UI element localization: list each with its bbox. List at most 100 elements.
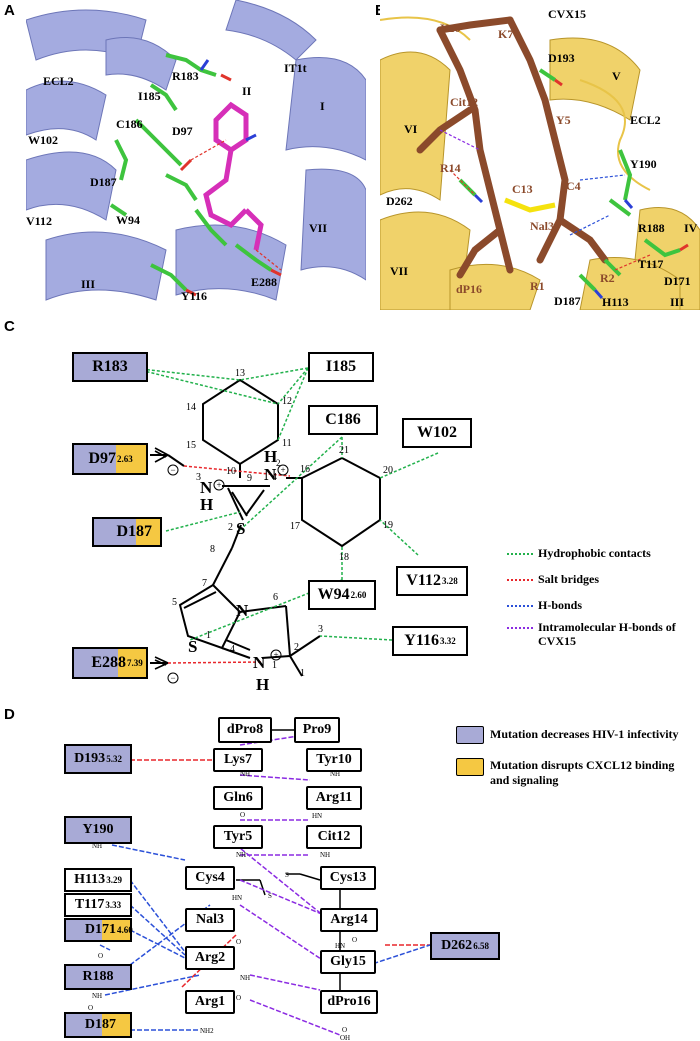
legend-swatch-cxcl12 bbox=[456, 758, 484, 776]
pep-tyr10-label: Tyr10 bbox=[316, 752, 352, 767]
pep-gly15: Gly15 bbox=[320, 950, 376, 974]
grp-nh-5: NH bbox=[320, 851, 330, 859]
atom-n3: N bbox=[200, 478, 213, 497]
legend-intramolecular: Intramolecular H-bonds of CVX15 bbox=[538, 620, 676, 648]
pep-tyr10: Tyr10 bbox=[306, 748, 362, 772]
res-d171-label-b: 71 bbox=[102, 922, 116, 937]
grp-o-8: O bbox=[342, 1026, 347, 1034]
res-r183-label: R183 bbox=[92, 358, 128, 375]
ribbon-a-4 bbox=[45, 231, 167, 301]
charge-plus-n3: + bbox=[216, 480, 221, 490]
res-y190: Y190 bbox=[64, 816, 132, 844]
res-v112-sup: 3.28 bbox=[441, 576, 458, 586]
num-18: 18 bbox=[339, 552, 349, 563]
b-label-r14: R14 bbox=[440, 161, 461, 175]
pep-dpro16-label: dPro16 bbox=[327, 994, 371, 1009]
a-label-w102: W102 bbox=[28, 133, 58, 147]
pep-arg1-label: Arg1 bbox=[194, 994, 226, 1009]
res-d171-sup: 4.60 bbox=[117, 925, 133, 935]
num-20: 20 bbox=[383, 465, 393, 476]
res-d171-label-a: D1 bbox=[84, 922, 102, 937]
a-label-i185: I185 bbox=[138, 89, 161, 103]
b-label-h113: H113 bbox=[602, 295, 629, 309]
pep-lys7-label: Lys7 bbox=[223, 752, 252, 767]
atom-n4: N bbox=[264, 465, 277, 484]
legend-salt-bridges: Salt bridges bbox=[538, 572, 600, 586]
a-label-y116: Y116 bbox=[181, 289, 207, 303]
res-v112-label: V112 bbox=[406, 572, 441, 589]
pep-dpro8-label: dPro8 bbox=[226, 722, 264, 737]
a-label-vii: VII bbox=[309, 221, 327, 235]
legend-swatch-hiv bbox=[456, 726, 484, 744]
res-t117-label: T117 bbox=[74, 897, 105, 912]
res-d193-sup: 5.32 bbox=[106, 754, 122, 764]
res-d97-sup: 2.63 bbox=[117, 454, 133, 464]
b-label-y190: Y190 bbox=[630, 157, 657, 171]
atom-h4: H bbox=[264, 447, 277, 466]
res-d187-c-label-a: D1 bbox=[116, 523, 136, 540]
res-e288-label-b: 8 bbox=[118, 654, 126, 671]
pep-arg2-label: Arg2 bbox=[194, 950, 226, 965]
grp-nh-3: NH bbox=[330, 770, 340, 778]
num-9: 9 bbox=[247, 473, 252, 484]
a-label-it1t: IT1t bbox=[284, 61, 307, 75]
b-label-c4: C4 bbox=[566, 179, 581, 193]
pep-tyr5: Tyr5 bbox=[213, 825, 263, 849]
atom-h1: H bbox=[256, 675, 269, 694]
num-15: 15 bbox=[186, 440, 196, 451]
ribbon-b-1 bbox=[380, 51, 451, 201]
num-3: 3 bbox=[196, 472, 201, 483]
pep-arg11: Arg11 bbox=[306, 786, 362, 810]
a-label-r183: R183 bbox=[172, 69, 199, 83]
pep-gly15-label: Gly15 bbox=[330, 954, 366, 969]
ribbon-a-3 bbox=[26, 151, 117, 221]
grp-o-5: O bbox=[98, 952, 103, 960]
num-21: 21 bbox=[339, 445, 349, 456]
pep-dpro16: dPro16 bbox=[320, 990, 378, 1014]
grp-o-6: O bbox=[236, 994, 241, 1002]
pep-arg11-label: Arg11 bbox=[315, 790, 353, 805]
pep-cit12: Cit12 bbox=[306, 825, 362, 849]
res-i185-label: I185 bbox=[325, 358, 357, 375]
res-r188-label: R188 bbox=[82, 969, 114, 984]
grp-hn-3: HN bbox=[312, 812, 322, 820]
pep-lys7: Lys7 bbox=[213, 748, 263, 772]
num-4-b: 4 bbox=[230, 644, 235, 655]
num-5: 5 bbox=[172, 597, 177, 608]
b-label-nal3: Nal3 bbox=[530, 219, 554, 233]
b-label-r1: R1 bbox=[530, 279, 545, 293]
b-label-t117: T117 bbox=[638, 257, 663, 271]
res-y116-label: Y116 bbox=[404, 632, 439, 649]
pep-cys4-label: Cys4 bbox=[195, 870, 225, 885]
pep-tyr5-label: Tyr5 bbox=[223, 829, 253, 844]
a-label-v112: V112 bbox=[26, 214, 52, 228]
b-label-cvx15: CVX15 bbox=[548, 7, 586, 21]
legend-hiv: Mutation decreases HIV-1 infectivity bbox=[490, 727, 679, 741]
num-2-b: 2 bbox=[294, 642, 299, 653]
num-4: 4 bbox=[272, 472, 277, 483]
b-label-iv: IV bbox=[684, 221, 698, 235]
pep-arg1: Arg1 bbox=[185, 990, 235, 1014]
res-t117-sup: 3.33 bbox=[105, 900, 122, 910]
res-e288-sup: 7.39 bbox=[127, 658, 143, 668]
a-label-iii: III bbox=[81, 277, 95, 291]
grp-o-3: O bbox=[236, 938, 241, 946]
grp-nh-6: NH bbox=[240, 974, 250, 982]
ribbon-a-9 bbox=[105, 37, 177, 91]
legend-hydrophobic: Hydrophobic contacts bbox=[538, 546, 651, 560]
grp-s-1: S bbox=[268, 892, 272, 900]
atom-n1: N bbox=[253, 653, 266, 672]
b-label-vi: VI bbox=[404, 122, 418, 136]
b-label-k7: K7 bbox=[498, 27, 513, 41]
a-label-d187: D187 bbox=[90, 175, 117, 189]
grp-oh: OH bbox=[340, 1034, 350, 1041]
res-w102: W102 bbox=[402, 418, 472, 448]
b-label-cit12: Cit12 bbox=[450, 95, 478, 109]
ribbon-a-6 bbox=[300, 168, 366, 281]
